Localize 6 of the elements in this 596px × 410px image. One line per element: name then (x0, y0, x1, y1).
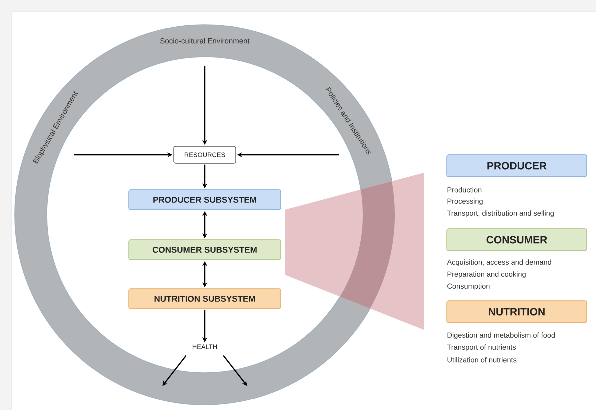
subsystem-box: CONSUMER SUBSYSTEM (128, 240, 282, 260)
subsystem-box: NUTRITION SUBSYSTEM (128, 288, 282, 310)
subsystem-box: PRODUCER SUBSYSTEM (128, 190, 282, 210)
category-box: PRODUCER (446, 154, 588, 178)
category-box: NUTRITION (446, 300, 588, 324)
category-box: CONSUMER (446, 228, 588, 252)
